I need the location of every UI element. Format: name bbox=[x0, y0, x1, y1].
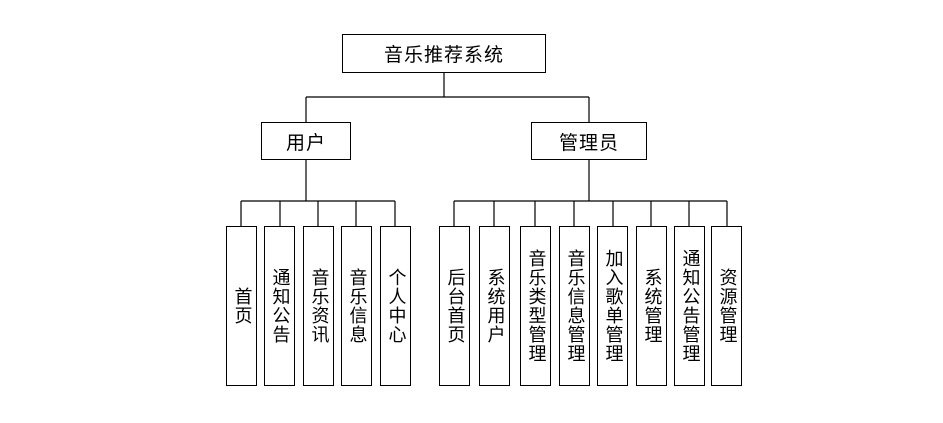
admin-child-node: 系统管理 bbox=[636, 226, 667, 386]
admin-child-node: 音乐类型管理 bbox=[520, 226, 551, 386]
admin-child-node: 音乐信息管理 bbox=[559, 226, 590, 386]
admin-node: 管理员 bbox=[531, 122, 647, 160]
user-node: 用户 bbox=[261, 122, 351, 160]
user-child-node: 音乐资讯 bbox=[303, 226, 334, 386]
user-child-node: 首页 bbox=[226, 226, 257, 386]
root-node: 音乐推荐系统 bbox=[342, 34, 546, 73]
admin-child-node: 通知公告管理 bbox=[674, 226, 705, 386]
admin-child-node: 资源管理 bbox=[711, 226, 742, 386]
admin-child-node: 后台首页 bbox=[439, 226, 470, 386]
user-child-node: 通知公告 bbox=[264, 226, 295, 386]
admin-child-node: 系统用户 bbox=[479, 226, 510, 386]
admin-child-node: 加入歌单管理 bbox=[597, 226, 628, 386]
user-child-node: 音乐信息 bbox=[341, 226, 372, 386]
user-child-node: 个人中心 bbox=[380, 226, 411, 386]
